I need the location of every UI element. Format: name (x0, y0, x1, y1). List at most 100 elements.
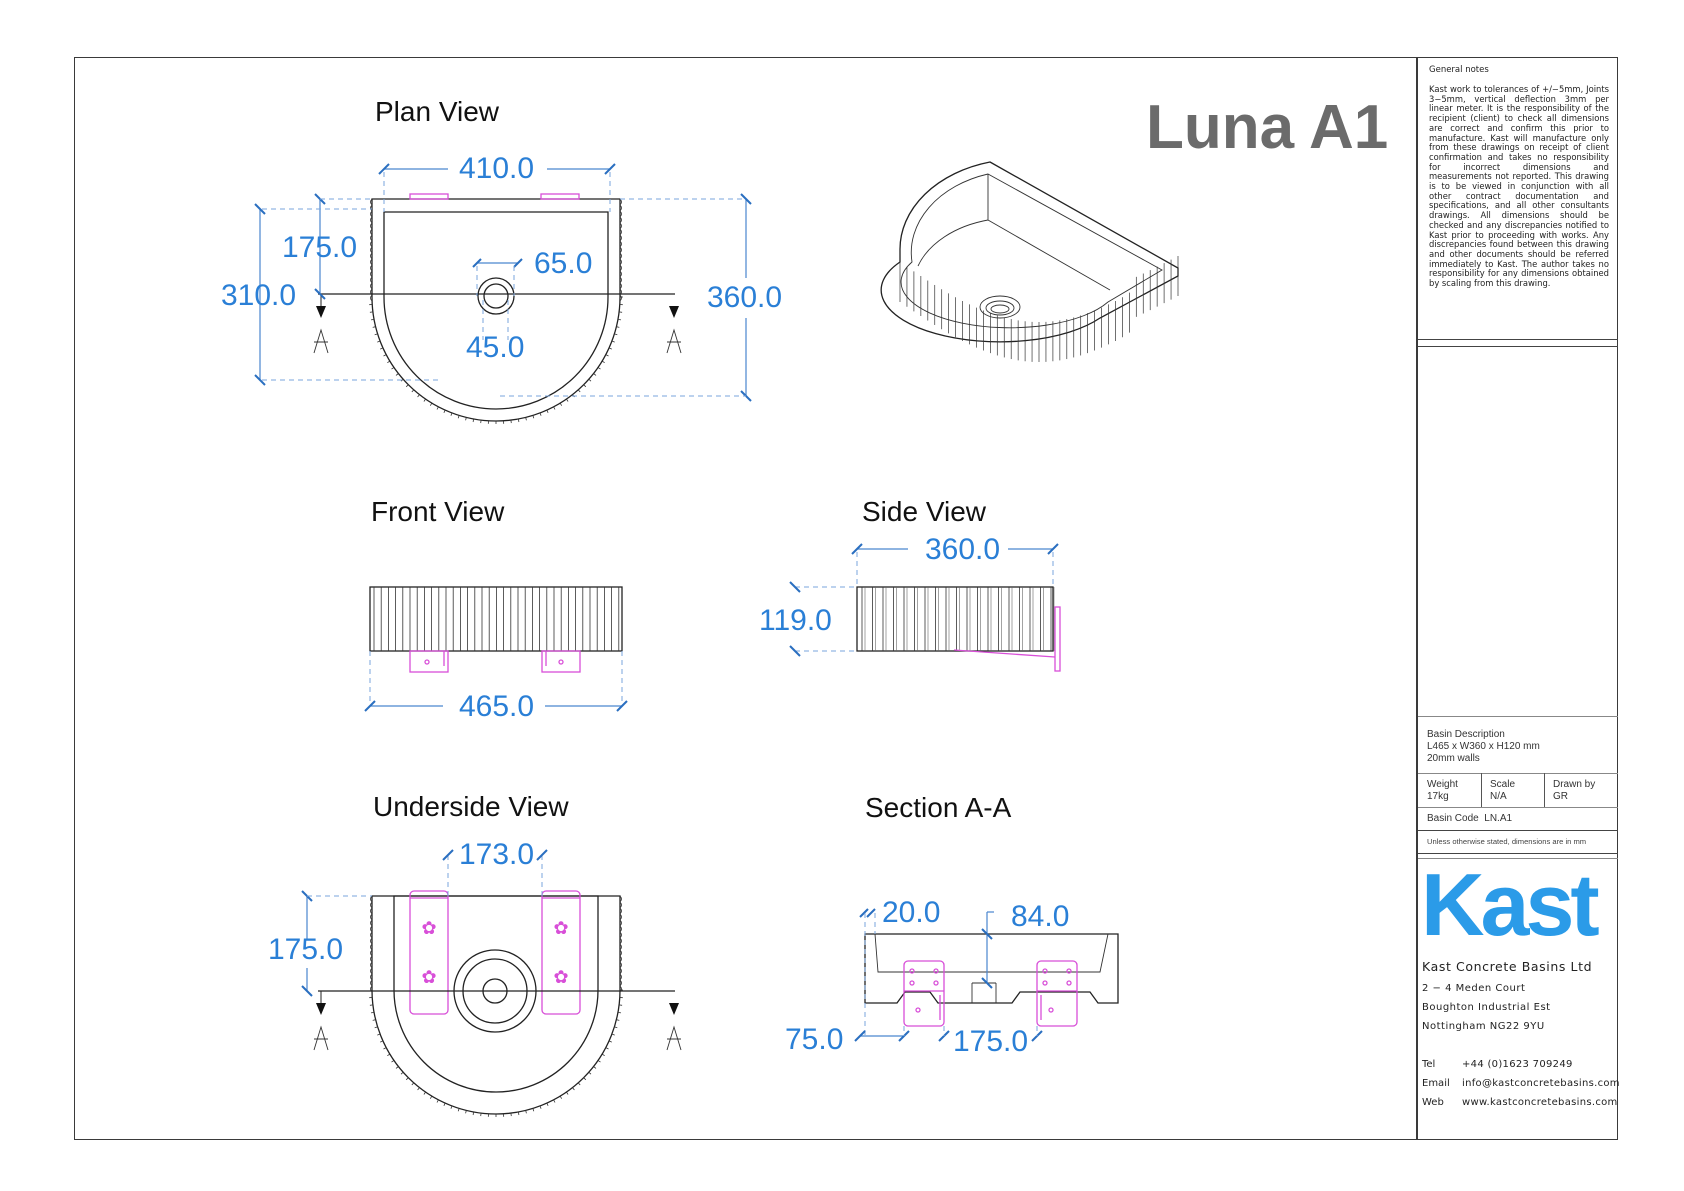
front-flutes (373, 587, 620, 651)
email-value[interactable]: info@kastconcretebasins.com (1462, 1078, 1620, 1089)
email-label: Email (1422, 1078, 1450, 1089)
side-view-title: Side View (862, 496, 987, 527)
dim-plan-depth-to-waste: 175.0 (282, 231, 358, 264)
dim-section-depth: 84.0 (1011, 900, 1070, 933)
title-block: General notes Kast work to tolerances of… (1416, 57, 1620, 1140)
basin-description-dimensions: L465 x W360 x H120 mm (1427, 741, 1540, 752)
front-bracket-right (541, 650, 581, 673)
dim-front-length: 465.0 (459, 690, 535, 723)
plan-dim-410 (378, 163, 616, 212)
tel-value[interactable]: +44 (0)1623 709249 (1462, 1059, 1573, 1070)
scale-cell: Scale N/A (1490, 779, 1515, 815)
plan-waste-inner (483, 283, 509, 309)
divider (1418, 853, 1618, 854)
divider (1418, 339, 1618, 340)
dim-plan-waste-outer: 65.0 (534, 247, 593, 280)
front-bracket-left (409, 650, 449, 673)
basin-description-walls: 20mm walls (1427, 753, 1480, 764)
divider (1418, 858, 1618, 859)
plan-view-title: Plan View (375, 96, 500, 127)
section-bracket-right (1036, 960, 1078, 1027)
side-view (789, 543, 1061, 672)
section-dim-75 (854, 1026, 910, 1042)
plan-dim-310 (254, 203, 440, 386)
tel-label: Tel (1422, 1059, 1436, 1070)
dim-section-wall: 20.0 (882, 896, 941, 929)
divider (1544, 773, 1545, 807)
section-bracket-left (903, 960, 945, 1027)
side-flutes (861, 587, 1055, 651)
dim-section-bracket-offset: 75.0 (785, 1023, 844, 1056)
company-name: Kast Concrete Basins Ltd (1422, 959, 1593, 974)
plan-bracket-right (540, 193, 580, 200)
units-note: Unless otherwise stated, dimensions are … (1427, 837, 1587, 846)
address-line-2: Boughton Industrial Est (1422, 1002, 1551, 1013)
plan-flutes (369, 198, 623, 424)
general-notes-title: General notes (1429, 65, 1489, 75)
isometric-view (880, 161, 1179, 362)
weight-cell: Weight 17kg (1427, 779, 1458, 815)
underside-bracket-left: ✿ ✿ (409, 890, 449, 1015)
scale-value: N/A (1490, 791, 1507, 802)
address-line-1: 2 − 4 Meden Court (1422, 983, 1526, 994)
drawn-by-value: GR (1553, 791, 1568, 802)
front-view-title: Front View (371, 496, 505, 527)
side-dim-360 (851, 543, 1059, 587)
plan-section-arrow-left (313, 294, 329, 354)
plan-dim-360 (500, 193, 752, 402)
dim-underside-depth-to-waste: 175.0 (268, 933, 344, 966)
dim-side-height: 119.0 (759, 604, 832, 637)
front-dim-465 (364, 651, 628, 712)
plan-basin-outline (369, 193, 623, 424)
underside-section-arrow-left (313, 991, 329, 1051)
plan-dim-175 (314, 193, 372, 300)
underside-bracket-right: ✿ ✿ (541, 890, 581, 1015)
basin-code-label: Basin Code (1427, 813, 1479, 824)
divider (1418, 773, 1618, 774)
underside-dim-173 (442, 849, 548, 896)
dim-plan-inner-depth: 310.0 (221, 279, 297, 312)
web-label: Web (1422, 1097, 1444, 1108)
side-dim-119 (789, 581, 857, 657)
section-view (854, 908, 1119, 1042)
basin-description-label: Basin Description (1427, 729, 1505, 740)
svg-text:✿: ✿ (553, 918, 568, 938)
weight-value: 17kg (1427, 791, 1449, 802)
side-bracket (953, 606, 1061, 672)
divider (1418, 716, 1618, 717)
divider (1481, 773, 1482, 807)
product-title: Luna A1 (1146, 93, 1389, 162)
svg-text:✿: ✿ (553, 967, 568, 987)
dim-plan-overall-depth: 360.0 (707, 281, 783, 314)
drawing-frame (74, 57, 1618, 1140)
plan-bracket-left (409, 193, 449, 200)
kast-logo: Kast (1421, 855, 1600, 954)
scalloped-edge (369, 895, 623, 1117)
divider (1418, 807, 1618, 808)
section-view-title: Section A-A (865, 792, 1012, 823)
divider (1418, 830, 1618, 831)
underside-flutes (369, 895, 623, 1117)
plan-view (254, 163, 752, 424)
section-dim-84 (981, 911, 994, 989)
underside-view-title: Underside View (373, 791, 569, 822)
web-value[interactable]: www.kastconcretebasins.com (1462, 1097, 1618, 1108)
dim-underside-bracket-spacing: 173.0 (459, 838, 535, 871)
svg-text:✿: ✿ (421, 918, 436, 938)
divider (1418, 346, 1618, 347)
scalloped-edge (369, 198, 623, 424)
plan-dim-65 (472, 258, 523, 340)
drawn-by-label: Drawn by (1553, 779, 1596, 790)
basin-code: Basin Code LN.A1 (1427, 813, 1512, 825)
weight-label: Weight (1427, 779, 1458, 790)
section-dim-175 (938, 1026, 1043, 1042)
underside-view: ✿ ✿ ✿ ✿ (301, 849, 682, 1117)
dim-plan-width: 410.0 (459, 152, 535, 185)
address-line-3: Nottingham NG22 9YU (1422, 1021, 1545, 1032)
drawn-by-cell: Drawn by GR (1553, 779, 1595, 815)
front-view (364, 586, 628, 712)
dim-side-depth: 360.0 (925, 533, 1001, 566)
scale-label: Scale (1490, 779, 1516, 790)
underside-section-arrow-right (666, 1003, 682, 1051)
